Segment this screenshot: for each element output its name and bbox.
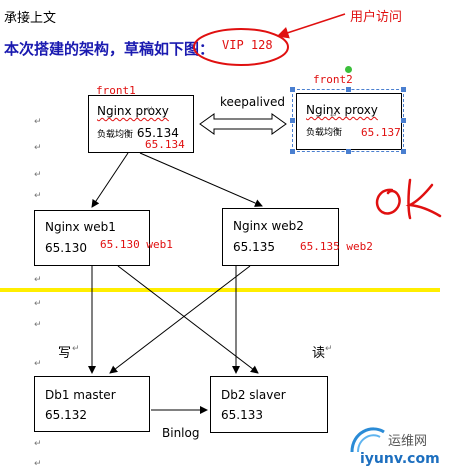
- read-label: 读: [312, 346, 326, 361]
- svg-text:↵: ↵: [34, 275, 42, 285]
- nginx-proxy-front1-box: Nginx proxy 负载均衡 65.134 65.134: [88, 95, 194, 153]
- edge-proxy-web1: [91, 152, 129, 208]
- front2-ip-annotation: 65.137: [361, 126, 401, 139]
- resize-handle-s[interactable]: [346, 149, 351, 154]
- watermark-domain: iyunv.com: [360, 451, 440, 467]
- resize-handle-nw[interactable]: [290, 87, 295, 92]
- svg-text:↵: ↵: [34, 191, 42, 201]
- svg-text:↵: ↵: [34, 299, 42, 309]
- proxy1-subtitle: 负载均衡 65.134: [97, 126, 179, 140]
- iyunv-logo-icon: [350, 427, 385, 453]
- resize-handle-ne[interactable]: [401, 87, 406, 92]
- svg-text:↵: ↵: [34, 170, 42, 180]
- svg-text:↵: ↵: [34, 143, 42, 153]
- edge-proxy-web2: [139, 152, 263, 207]
- rotate-handle[interactable]: [345, 66, 352, 73]
- web2-title: Nginx web2: [233, 219, 304, 233]
- keepalived-label: keepalived: [220, 95, 286, 109]
- front1-ip-annotation: 65.134: [145, 138, 185, 151]
- yellow-separator: [0, 288, 440, 292]
- user-access-label: 用户访问: [350, 10, 403, 25]
- web1-annotation: 65.130 web1: [100, 238, 173, 251]
- nginx-web1-box: Nginx web1 65.130: [34, 210, 150, 266]
- page-heading: 本次搭建的架构，草稿如下图：: [4, 40, 215, 58]
- edge-web2-db1: [109, 265, 251, 374]
- db1-ip: 65.132: [45, 408, 87, 422]
- proxy2-subtitle: 负载均衡: [306, 128, 343, 138]
- resize-handle-n[interactable]: [346, 87, 351, 92]
- resize-handle-sw[interactable]: [290, 149, 295, 154]
- edge-web1-db2: [117, 265, 259, 374]
- watermark-brand: 运维网: [388, 434, 428, 449]
- web2-annotation: 65.135 web2: [300, 240, 373, 253]
- resize-handle-w[interactable]: [290, 118, 295, 123]
- nginx-proxy-front2-box[interactable]: Nginx proxy 负载均衡 65.137: [296, 93, 402, 150]
- svg-text:↵: ↵: [34, 459, 42, 469]
- intro-line: 承接上文: [4, 11, 57, 26]
- db2-ip: 65.133: [221, 408, 263, 422]
- keepalived-double-arrow: [199, 113, 287, 135]
- vip-label: VIP 128: [222, 38, 273, 52]
- binlog-label: Binlog: [162, 426, 200, 440]
- svg-text:↵: ↵: [34, 117, 42, 127]
- ok-scribble: [375, 178, 442, 220]
- svg-text:↵: ↵: [72, 344, 80, 354]
- resize-handle-e[interactable]: [401, 118, 406, 123]
- svg-text:↵: ↵: [146, 105, 154, 115]
- nginx-web2-box: Nginx web2 65.135: [222, 208, 339, 266]
- svg-text:↵: ↵: [330, 111, 338, 121]
- resize-handle-se[interactable]: [401, 149, 406, 154]
- proxy1-title: Nginx proxy: [97, 104, 169, 118]
- svg-text:↵: ↵: [34, 439, 42, 449]
- svg-text:↵: ↵: [325, 344, 333, 354]
- svg-text:↵: ↵: [34, 320, 42, 330]
- db1-title: Db1 master: [45, 388, 116, 402]
- web1-title: Nginx web1: [45, 220, 116, 234]
- web2-ip: 65.135: [233, 240, 275, 254]
- vip-ellipse: [193, 28, 289, 66]
- write-label: 写: [58, 346, 72, 361]
- db1-master-box: Db1 master 65.132: [34, 376, 150, 432]
- web1-ip: 65.130: [45, 241, 87, 255]
- svg-text:↵: ↵: [34, 359, 42, 369]
- user-access-arrow: [276, 13, 346, 39]
- db2-slaver-box: Db2 slaver 65.133: [210, 376, 328, 433]
- paragraph-marks: ↵ ↵ ↵ ↵ ↵ ↵ ↵ ↵ ↵ ↵ ↵ ↵ ↵ ↵: [34, 105, 338, 469]
- front2-label: front2: [313, 73, 353, 86]
- proxy2-title: Nginx proxy: [306, 103, 378, 117]
- front1-label: front1: [96, 84, 136, 97]
- db2-title: Db2 slaver: [221, 388, 286, 402]
